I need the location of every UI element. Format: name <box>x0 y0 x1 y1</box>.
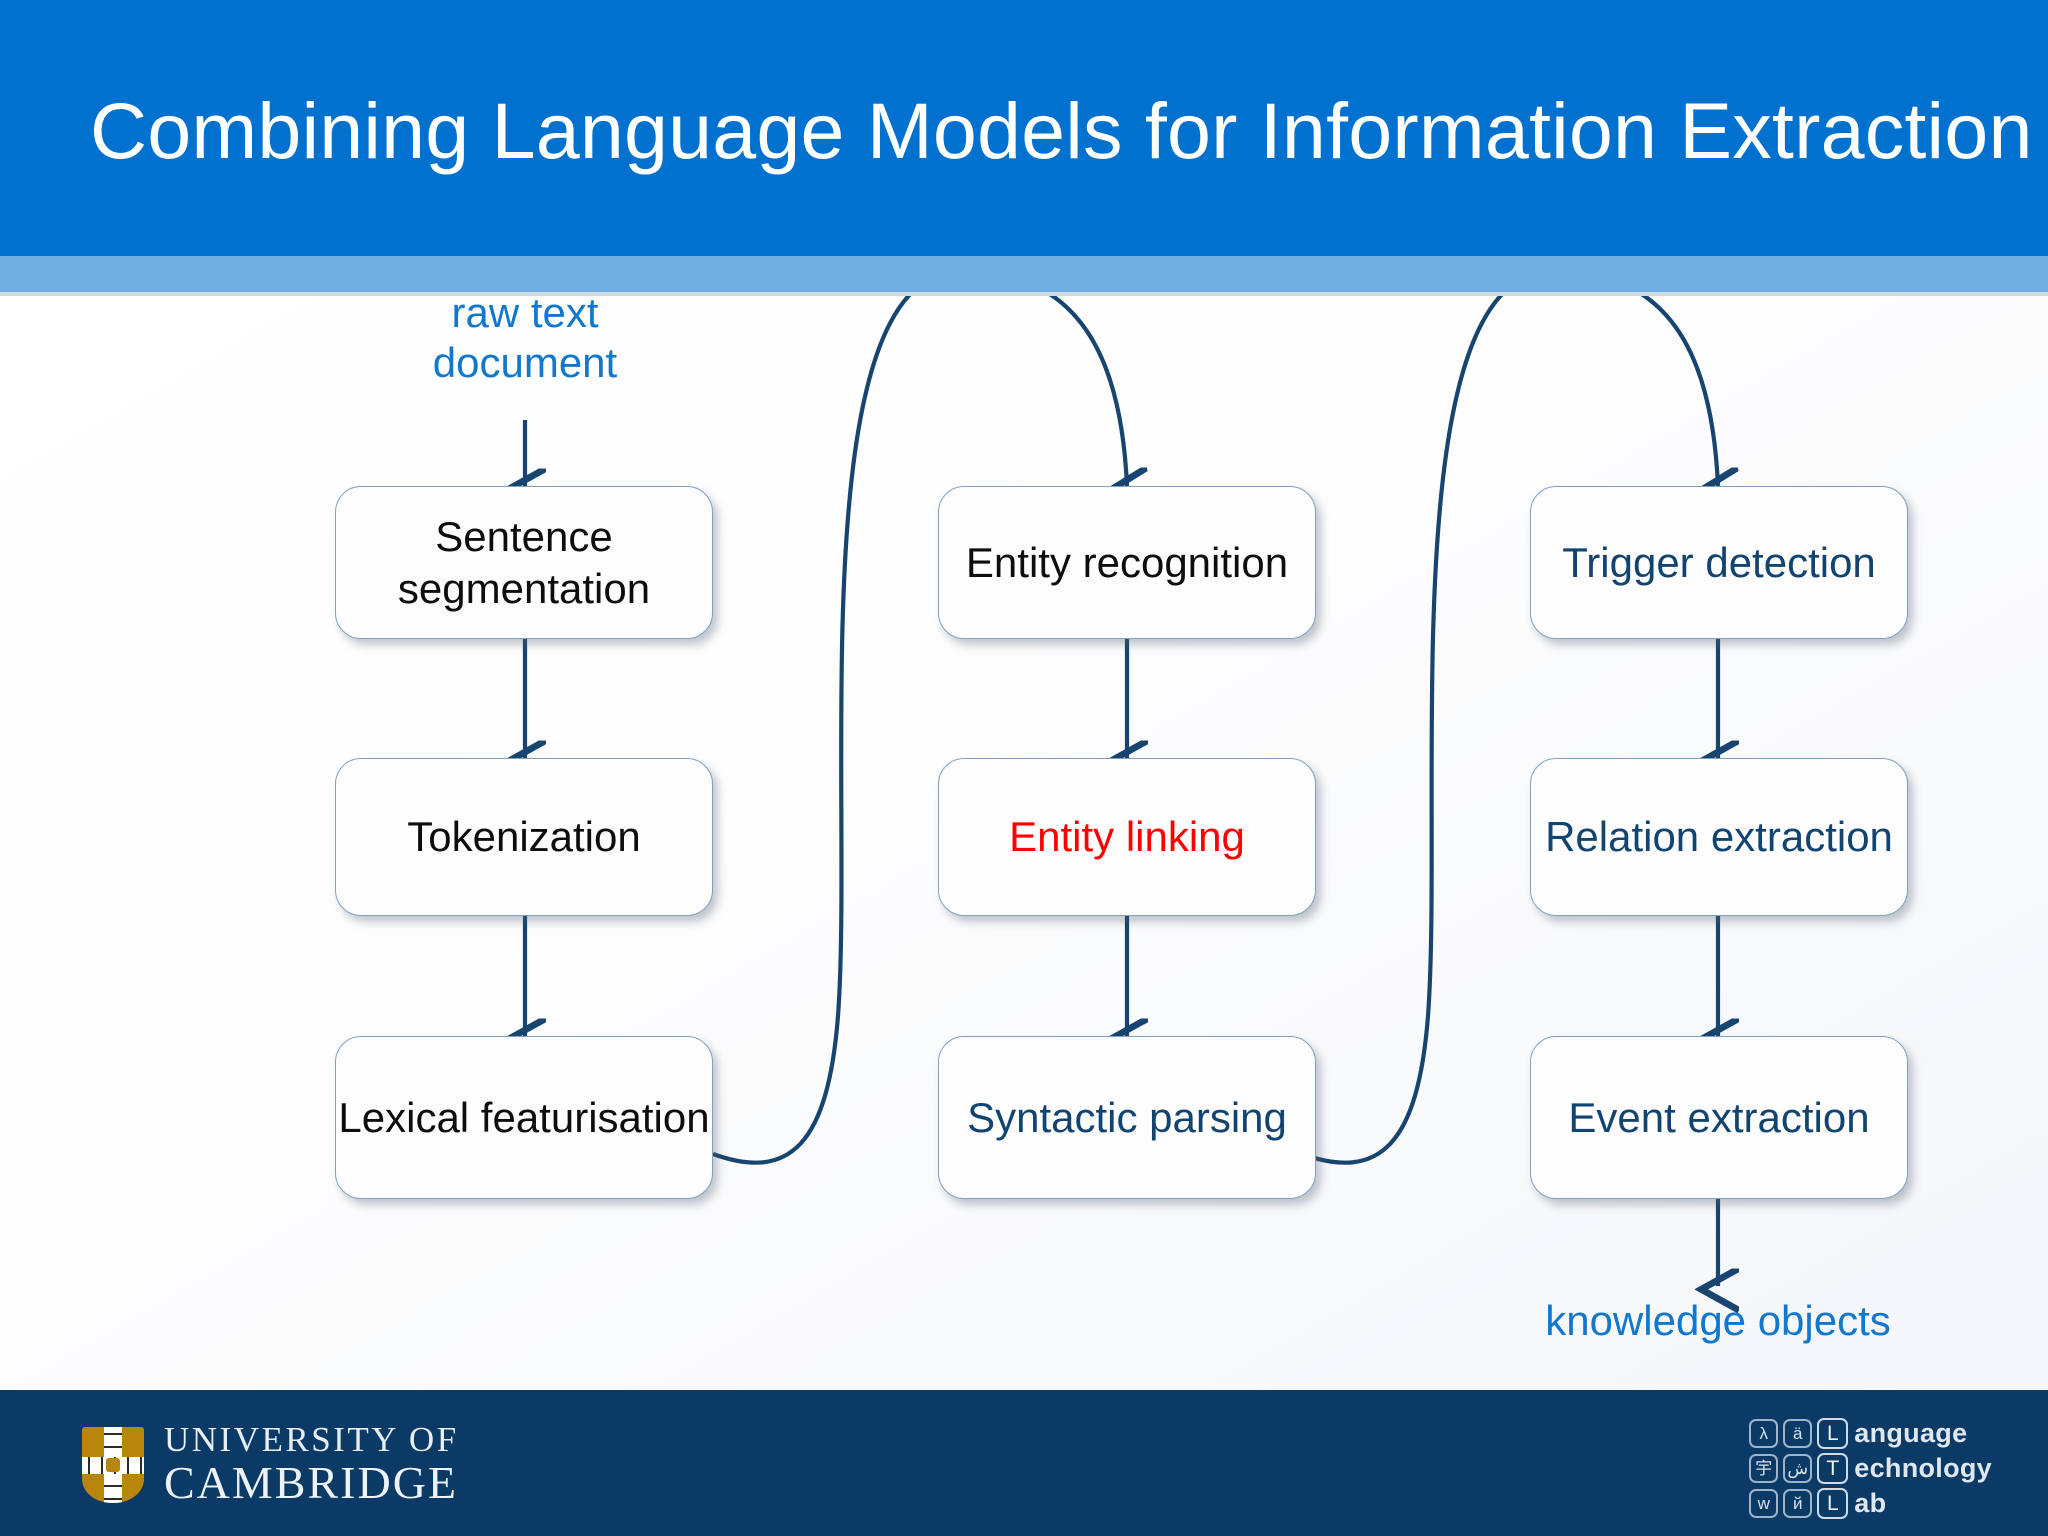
ltl-key-icon: 宇 <box>1749 1454 1779 1483</box>
cambridge-shield-icon <box>82 1426 144 1503</box>
node-label: Event extraction <box>1568 1093 1870 1141</box>
ltl-key-icon: L <box>1817 1488 1849 1519</box>
node-label: Entity linking <box>1009 813 1245 861</box>
node-entity-linking[interactable]: Entity linking <box>938 758 1316 916</box>
node-event-extraction[interactable]: Event extraction <box>1530 1036 1908 1199</box>
node-label: Tokenization <box>407 813 641 861</box>
ltl-key-icon: ä <box>1783 1419 1813 1448</box>
node-label: Syntactic parsing <box>967 1093 1287 1141</box>
flow-connectors <box>0 296 2048 1390</box>
page-title: Combining Language Models for Informatio… <box>90 86 2033 175</box>
header-accent-edge <box>0 292 2048 296</box>
slide-footer: UNIVERSITY OF CAMBRIDGE λ ä L anguage 宇 … <box>0 1390 2048 1536</box>
node-label: Relation extraction <box>1545 813 1893 861</box>
curve-syntactic-to-trigger <box>1301 296 1718 1165</box>
ltl-row: w й L ab <box>1749 1488 1992 1519</box>
ltl-row: 宇 ش T echnology <box>1749 1453 1992 1484</box>
header-accent-band <box>0 256 2048 292</box>
ltl-word: anguage <box>1854 1418 1968 1448</box>
curve-lexical-to-entityrec <box>712 296 1127 1165</box>
node-lexical-featurisation[interactable]: Lexical featurisation <box>335 1036 713 1199</box>
diagram-canvas: raw text document Sentence segmentation … <box>0 296 2048 1390</box>
ltl-key-icon: w <box>1749 1489 1779 1518</box>
output-label: knowledge objects <box>1545 1297 1891 1344</box>
ltl-key-icon: й <box>1783 1489 1813 1518</box>
ltl-key-icon: T <box>1817 1453 1849 1484</box>
node-label: Trigger detection <box>1562 538 1876 586</box>
university-line-2: CAMBRIDGE <box>164 1456 459 1508</box>
input-label: raw text document <box>432 296 618 386</box>
university-logo: UNIVERSITY OF CAMBRIDGE <box>82 1420 459 1508</box>
node-entity-recognition[interactable]: Entity recognition <box>938 486 1316 639</box>
university-line-1: UNIVERSITY OF <box>164 1420 459 1459</box>
ltl-row: λ ä L anguage <box>1749 1418 1992 1449</box>
ltl-word: ab <box>1854 1488 1887 1518</box>
language-technology-lab-logo: λ ä L anguage 宇 ش T echnology w й L ab <box>1749 1418 1992 1519</box>
ltl-key-icon: ش <box>1783 1454 1813 1483</box>
node-trigger-detection[interactable]: Trigger detection <box>1530 486 1908 639</box>
node-label: Entity recognition <box>965 538 1289 586</box>
ltl-key-icon: λ <box>1749 1419 1779 1448</box>
slide-header: Combining Language Models for Informatio… <box>0 0 2048 256</box>
node-sentence-segmentation[interactable]: Sentence segmentation <box>335 486 713 639</box>
node-label: Sentence segmentation <box>397 513 651 612</box>
node-tokenization[interactable]: Tokenization <box>335 758 713 916</box>
node-relation-extraction[interactable]: Relation extraction <box>1530 758 1908 916</box>
ltl-key-icon: L <box>1817 1418 1849 1449</box>
node-label: Lexical featurisation <box>338 1093 710 1141</box>
ltl-word: echnology <box>1854 1453 1992 1483</box>
university-wordmark: UNIVERSITY OF CAMBRIDGE <box>164 1420 459 1508</box>
node-syntactic-parsing[interactable]: Syntactic parsing <box>938 1036 1316 1199</box>
